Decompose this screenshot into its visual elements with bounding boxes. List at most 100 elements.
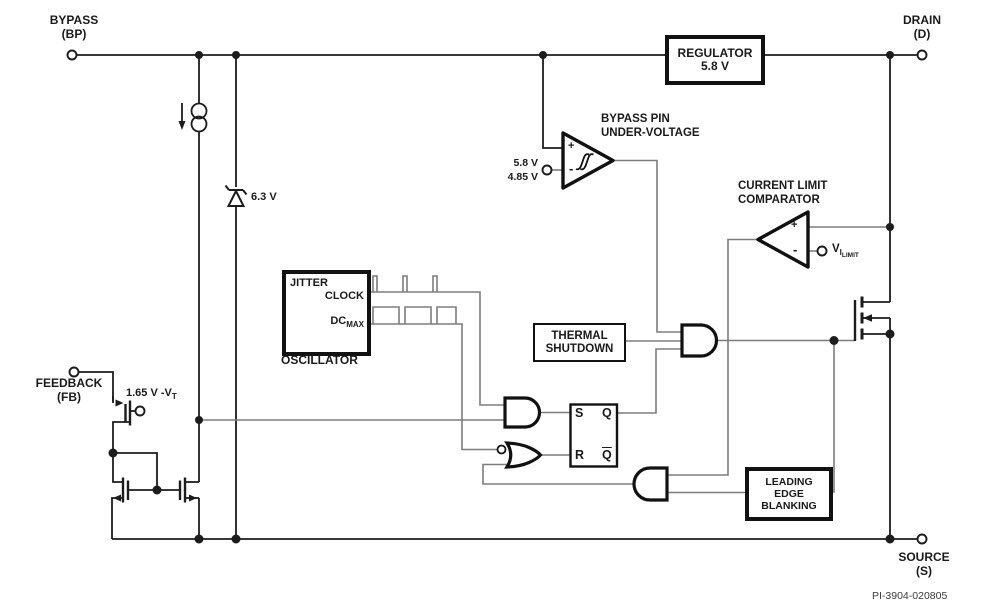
- thermal-line2: SHUTDOWN: [545, 342, 614, 355]
- drain-pin-label: DRAIN (D): [872, 13, 972, 41]
- junction-dot: [885, 534, 895, 544]
- fb-drain-terminal: [134, 405, 146, 417]
- fb-threshold-label: 1.65 V -VT: [126, 387, 177, 401]
- source-pin-label: SOURCE (S): [874, 550, 974, 578]
- feedback-pin-name: FEEDBACK: [35, 376, 103, 390]
- cl-comparator-symbol: [756, 210, 810, 269]
- signal-wires: [199, 159, 890, 494]
- leb-line1: LEADING: [765, 475, 813, 488]
- uv-comparator-symbol: [561, 131, 615, 190]
- drain-pin-name: DRAIN: [903, 13, 941, 27]
- feedback-pin-label: FEEDBACK (FB): [19, 376, 119, 404]
- regulator-line2: 5.8 V: [700, 59, 730, 73]
- cl-comparator-triangle: [756, 210, 810, 269]
- source-terminal: [916, 533, 928, 545]
- latch-q-label: Q: [602, 406, 612, 420]
- drain-terminal: [916, 49, 928, 61]
- cl-title-line1: CURRENT LIMIT: [738, 180, 828, 192]
- or-gate-body: [504, 441, 543, 469]
- wire-cl-output: [667, 238, 758, 476]
- uv-reference-terminal: [541, 164, 553, 176]
- oscillator-caption: OSCILLATOR: [281, 353, 358, 367]
- uv-reference-values: 5.8 V 4.85 V: [490, 157, 538, 184]
- junction-dot: [152, 485, 162, 495]
- bypass-pin-id: (BP): [61, 26, 87, 41]
- terminals: [66, 49, 928, 545]
- zener-diode-symbol: [224, 184, 248, 207]
- ilimit-v: V: [832, 243, 840, 255]
- part-number: PI-3904-020805: [872, 590, 948, 602]
- junction-dot: [829, 336, 839, 345]
- thermal-line1: THERMAL: [551, 329, 608, 342]
- uv-plus-sign: +: [568, 140, 575, 152]
- latch-r-label: R: [575, 448, 585, 462]
- thermal-shutdown-block: THERMAL SHUTDOWN: [533, 323, 626, 362]
- regulator-block: REGULATOR 5.8 V: [665, 35, 765, 85]
- regulator-line1: REGULATOR: [677, 45, 753, 60]
- dcmax-waveform: [372, 306, 457, 324]
- latch-qbar-label: Q: [602, 448, 612, 462]
- power-mosfet-symbol: [853, 296, 872, 341]
- or-gate-reset-icon: [496, 441, 543, 469]
- power-wires: [76, 54, 918, 540]
- oscillator-jitter-label: JITTER: [290, 277, 328, 289]
- current-source-arrowhead: [178, 121, 186, 130]
- current-source-circle-top: [190, 102, 208, 120]
- mirror-left-source-arrow: [113, 494, 121, 502]
- junction-dot: [231, 534, 241, 544]
- dcmax-main: DC: [330, 315, 347, 327]
- cl-comparator-title: CURRENT LIMIT COMPARATOR: [738, 179, 827, 207]
- wire-uv-output: [613, 159, 682, 333]
- power-mosfet-body-arrow: [863, 314, 872, 322]
- cl-plus-sign: +: [791, 219, 798, 231]
- wire-clock: [363, 291, 505, 406]
- wire-mirror-left-drain: [112, 453, 123, 483]
- ilimit-limit: LIMIT: [841, 251, 859, 259]
- current-source-circle-bottom: [190, 115, 208, 133]
- uv-comparator-title: BYPASS PIN UNDER-VOLTAGE: [601, 113, 700, 140]
- fb-threshold-sub: T: [171, 391, 177, 401]
- uv-minus-sign: -: [569, 161, 574, 176]
- bypass-terminal: [66, 49, 78, 61]
- junction-dot: [886, 223, 894, 231]
- ilimit-reference-terminal: [816, 245, 828, 257]
- leb-line3: BLANKING: [761, 500, 817, 513]
- junction-dot: [108, 448, 118, 458]
- oscillator-clock-label: CLOCK: [324, 290, 364, 302]
- junction-dot: [195, 51, 203, 59]
- or-gate-invert-bubble: [496, 444, 507, 455]
- cl-minus-sign: -: [793, 242, 798, 257]
- fb-mosfet-symbol: [112, 396, 132, 426]
- feedback-pin-id: (FB): [57, 389, 81, 404]
- dcmax-sub: MAX: [346, 319, 364, 329]
- clock-waveform: [372, 275, 438, 292]
- fb-threshold-main: 1.65 V -V: [126, 387, 172, 399]
- ilimit-i: I: [839, 247, 842, 257]
- feedback-terminal: [68, 366, 80, 378]
- leading-edge-blanking-block: LEADING EDGE BLANKING: [745, 467, 833, 521]
- bypass-pin-name: BYPASS: [49, 13, 99, 27]
- uv-ref-low: 4.85 V: [507, 170, 538, 183]
- junction-dot: [195, 416, 203, 424]
- junction-dot: [194, 534, 204, 544]
- wire-uv-plus-input: [542, 55, 563, 149]
- and-gate-set-icon: [503, 396, 542, 429]
- junction-dot: [885, 329, 895, 339]
- junction-dot: [539, 51, 547, 59]
- hysteresis-icon: [575, 153, 594, 171]
- latch-s-label: S: [575, 406, 584, 420]
- mirror-mosfets: [113, 477, 197, 503]
- source-pin-name: SOURCE: [898, 550, 950, 564]
- fb-gate-arrowhead: [115, 399, 124, 407]
- source-pin-id: (S): [916, 563, 932, 578]
- leb-line2: EDGE: [774, 487, 804, 500]
- bypass-pin-label: BYPASS (BP): [24, 13, 124, 41]
- uv-title-line1: BYPASS PIN: [601, 113, 670, 125]
- wire-dcmax: [363, 323, 497, 451]
- cl-title-line2: COMPARATOR: [738, 194, 820, 206]
- junction-dot: [232, 51, 240, 59]
- mirror-right-source-arrow: [189, 494, 197, 502]
- oscillator-block: JITTER CLOCK DCMAX: [282, 270, 371, 356]
